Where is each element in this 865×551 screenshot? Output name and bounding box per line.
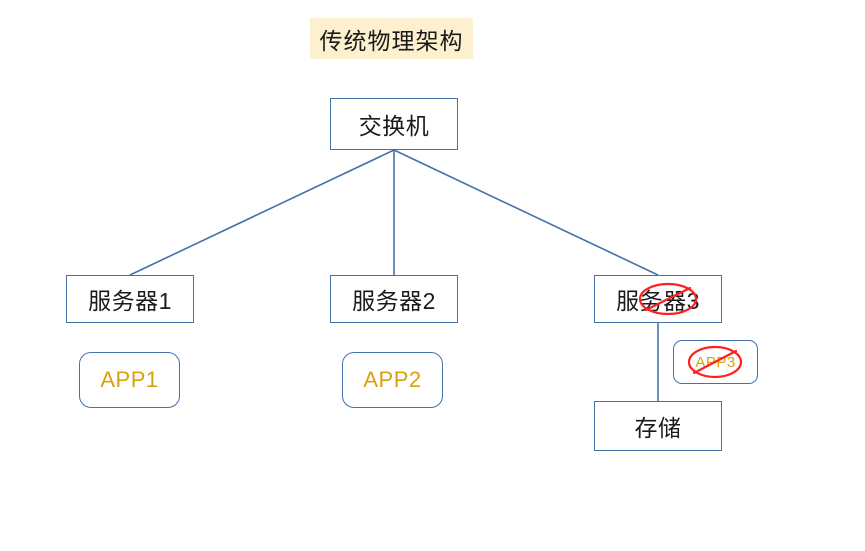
node-app2[interactable]: APP2	[342, 352, 443, 408]
edge-switch-to-server3	[393, 149, 659, 276]
node-app3[interactable]: APP3	[673, 340, 758, 384]
node-app1[interactable]: APP1	[79, 352, 180, 408]
node-switch[interactable]: 交换机	[330, 98, 458, 150]
node-server1[interactable]: 服务器1	[66, 275, 194, 323]
node-server3[interactable]: 服务器3	[594, 275, 722, 323]
node-server2[interactable]: 服务器2	[330, 275, 458, 323]
node-storage[interactable]: 存储	[594, 401, 722, 451]
edge-switch-to-server1	[129, 149, 395, 276]
page-title: 传统物理架构	[319, 27, 464, 54]
title-highlight-band	[310, 18, 473, 59]
